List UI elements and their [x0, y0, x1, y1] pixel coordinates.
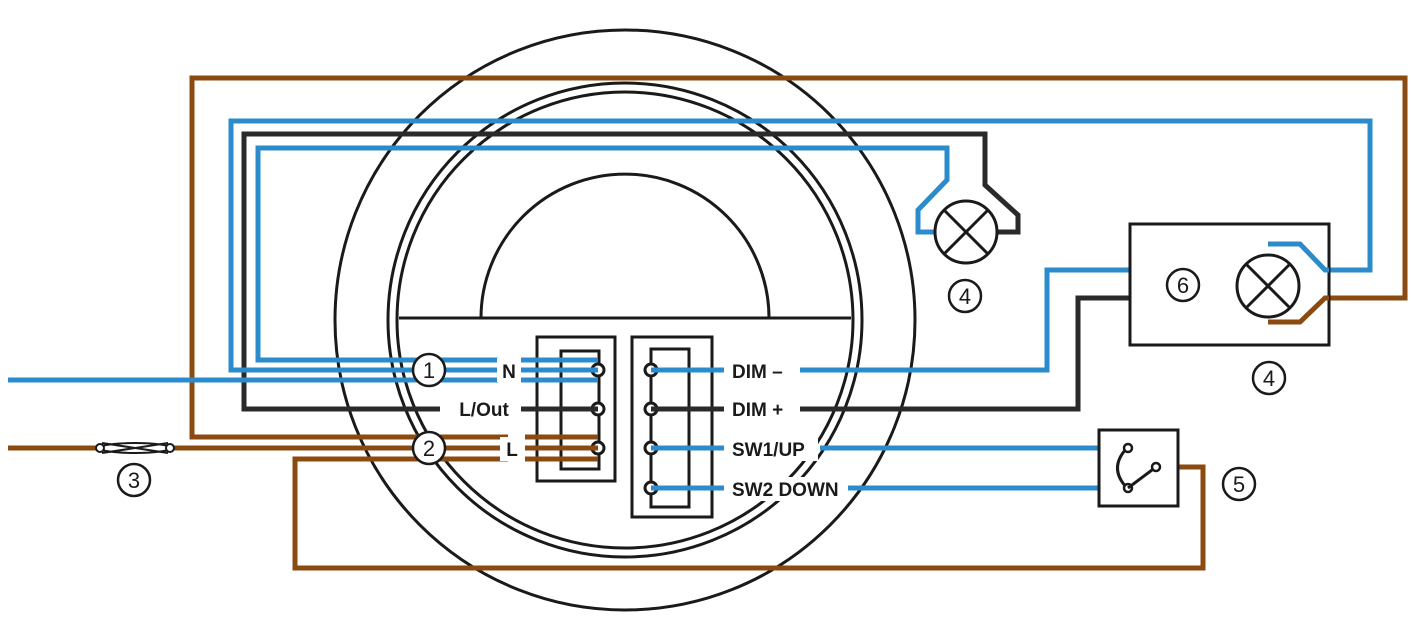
- switch-box: [1097, 428, 1180, 508]
- svg-text:4: 4: [959, 284, 971, 309]
- label-l-out: L/Out: [459, 400, 509, 421]
- svg-text:4: 4: [1263, 366, 1275, 391]
- svg-text:2: 2: [423, 436, 435, 461]
- inner-ring: [395, 90, 855, 550]
- label-l: L: [506, 440, 518, 461]
- label-sw1-up: SW1/UP: [732, 440, 805, 461]
- label-dim-plus: DIM +: [732, 400, 783, 421]
- label-dim-minus: DIM –: [732, 362, 783, 383]
- dimmer-lamp-wires: [1268, 241, 1329, 325]
- fuse: [95, 442, 175, 454]
- dimminus-to-dimmer: [800, 267, 1130, 373]
- svg-text:3: 3: [128, 468, 140, 493]
- label-sw2-down: SW2 DOWN: [732, 480, 839, 501]
- right-terminal-wire-overlay: [651, 367, 724, 491]
- callout-6: 6: [1165, 267, 1201, 303]
- left-terminal-wire-overlay: [521, 357, 598, 462]
- lamp-right-icon: [1235, 253, 1301, 319]
- svg-text:1: 1: [423, 358, 435, 383]
- svg-text:6: 6: [1177, 273, 1189, 298]
- live-to-switch: [292, 456, 1206, 571]
- device-housing: [333, 28, 917, 612]
- callout-1: 1: [411, 352, 447, 388]
- label-n: N: [502, 362, 516, 383]
- svg-text:5: 5: [1233, 472, 1245, 497]
- callout-4-top: 4: [947, 278, 983, 314]
- outer-ring: [333, 28, 917, 612]
- callout-2: 2: [411, 430, 447, 466]
- lamp-top-icon: [933, 199, 999, 265]
- middle-ring: [386, 81, 864, 559]
- callout-3: 3: [116, 462, 152, 498]
- sensor-dome: [479, 172, 771, 319]
- callout-5: 5: [1221, 466, 1257, 502]
- callout-4-right: 4: [1251, 360, 1287, 396]
- dimplus-to-dimmer: [800, 295, 1130, 412]
- neutral-to-lamp: [255, 145, 950, 363]
- lout-to-lamp: [241, 131, 1021, 412]
